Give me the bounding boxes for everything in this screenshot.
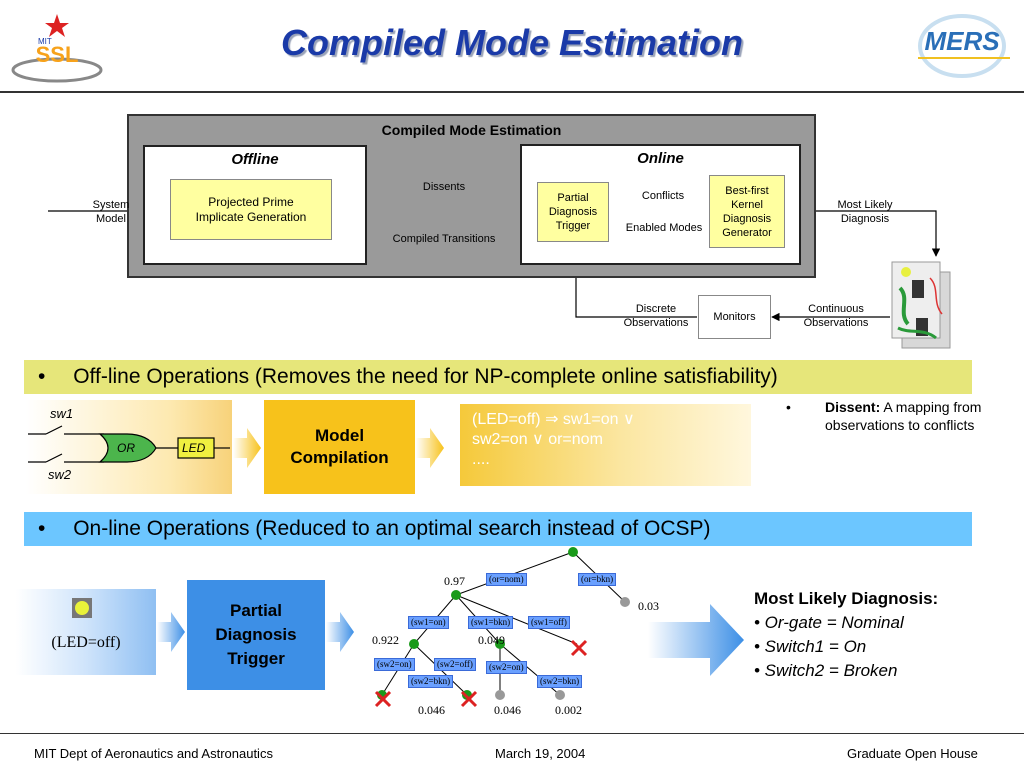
diagnosis-item: • Or-gate = Nominal — [754, 613, 904, 632]
mers-logo: MERS — [910, 8, 1015, 83]
svg-text:MIT: MIT — [38, 37, 52, 46]
svg-text:SSL: SSL — [36, 42, 79, 67]
svg-text:MERS: MERS — [924, 26, 1000, 56]
tree-tag-or-nom: (or=nom) — [486, 573, 527, 586]
led-bulb-icon — [71, 597, 93, 619]
formula-line-2: sw2=on ∨ or=nom — [472, 431, 603, 448]
diagnosis-result: Most Likely Diagnosis: • Or-gate = Nomin… — [754, 587, 994, 683]
prob-0002: 0.002 — [555, 703, 582, 717]
diagnosis-item: • Switch2 = Broken — [754, 661, 898, 680]
tree-tag-sw2-on-a: (sw2=on) — [374, 658, 415, 671]
prob-097: 0.97 — [444, 574, 465, 588]
prob-003: 0.03 — [638, 599, 659, 613]
prime-implicate-label: Projected Prime Implicate Generation — [195, 194, 307, 224]
kernel-generator-box: Best-first Kernel Diagnosis Generator — [709, 175, 785, 248]
diagnosis-title: Most Likely Diagnosis: — [754, 589, 939, 608]
monitors-box: Monitors — [698, 295, 771, 339]
partial-trigger-label: Partial Diagnosis Trigger — [548, 192, 598, 232]
frame-title: Compiled Mode Estimation — [381, 122, 562, 138]
tree-tag-sw2-on-b: (sw2=on) — [486, 661, 527, 674]
page-title: Compiled Mode Estimation — [280, 22, 744, 63]
dissent-bullet: • — [786, 399, 791, 415]
tree-tag-sw2-bkn-a: (sw2=bkn) — [408, 675, 454, 688]
arrow-to-formula — [416, 428, 444, 468]
most-likely-label: Most Likely Diagnosis — [837, 199, 893, 225]
arrow-to-tree — [326, 612, 354, 652]
formula-line-3: .... — [472, 451, 490, 468]
compiled-transitions-label: Compiled Transitions — [392, 233, 496, 245]
kernel-generator-label: Best-first Kernel Diagnosis Generator — [722, 184, 772, 239]
prob-0046-a: 0.046 — [418, 703, 445, 717]
system-model-label: System Model — [92, 199, 130, 225]
continuous-observations-label: Continuous Observations — [803, 303, 869, 329]
dissents-label: Dissents — [422, 181, 466, 193]
formula-line-1: (LED=off) ⇒ sw1=on ∨ — [472, 411, 635, 428]
conflicts-label: Conflicts — [641, 190, 685, 202]
tree-tag-sw1-off: (sw1=off) — [528, 616, 570, 629]
online-banner: • On-line Operations (Reduced to an opti… — [24, 512, 972, 546]
led-off-label: (LED=off) — [51, 634, 121, 651]
dissent-text: A mapping from observations to conflicts — [825, 399, 982, 433]
bottom-divider — [0, 733, 1024, 734]
footer-center: March 19, 2004 — [495, 746, 586, 761]
mit-ssl-logo: SSL MIT — [10, 10, 105, 85]
offline-banner: • Off-line Operations (Removes the need … — [24, 360, 972, 394]
discrete-observations-label: Discrete Observations — [623, 303, 689, 329]
enabled-modes-label: Enabled Modes — [625, 222, 703, 234]
online-banner-text: On-line Operations (Reduced to an optima… — [73, 517, 711, 540]
prob-0046-b: 0.046 — [494, 703, 521, 717]
offline-title: Offline — [231, 151, 279, 168]
search-tree — [374, 547, 630, 708]
offline-bullet: • — [38, 365, 46, 388]
or-gate-label: OR — [117, 441, 135, 455]
arrow-to-trigger — [157, 612, 185, 652]
partial-trigger-blue-box: Partial Diagnosis Trigger — [187, 580, 325, 690]
prob-0922: 0.922 — [372, 633, 399, 647]
top-divider — [0, 91, 1024, 93]
online-title: Online — [637, 150, 684, 167]
model-compilation-box: Model Compilation — [264, 400, 415, 494]
led-label: LED — [182, 441, 206, 455]
tree-tag-sw1-bkn: (sw1=bkn) — [468, 616, 514, 629]
sw2-label: sw2 — [48, 467, 72, 482]
dissent-term: Dissent: — [825, 399, 881, 415]
tree-tag-sw2-off: (sw2=off) — [434, 658, 476, 671]
prime-implicate-box: Projected Prime Implicate Generation — [170, 179, 332, 240]
partial-trigger-box: Partial Diagnosis Trigger — [537, 182, 609, 242]
dissent-formula-box: (LED=off) ⇒ sw1=on ∨ sw2=on ∨ or=nom ...… — [460, 404, 751, 486]
tree-tag-sw1-on: (sw1=on) — [408, 616, 449, 629]
tree-tag-or-bkn: (or=bkn) — [578, 573, 617, 586]
model-compilation-label: Model Compilation — [290, 426, 389, 467]
circuit-board-photo — [890, 258, 952, 350]
arrow-to-diagnosis — [648, 604, 744, 676]
arrow-to-compilation — [233, 428, 261, 468]
monitors-label: Monitors — [713, 311, 756, 323]
tree-tag-sw2-bkn-b: (sw2=bkn) — [537, 675, 583, 688]
offline-banner-text: Off-line Operations (Removes the need fo… — [73, 365, 778, 388]
footer-left: MIT Dept of Aeronautics and Astronautics — [34, 746, 273, 761]
footer-right: Graduate Open House — [847, 746, 978, 761]
partial-trigger-blue-label: Partial Diagnosis Trigger — [215, 601, 297, 668]
online-bullet: • — [38, 517, 46, 540]
sw1-label: sw1 — [50, 406, 74, 421]
prob-0049: 0.049 — [478, 633, 505, 647]
diagnosis-item: • Switch1 = On — [754, 637, 867, 656]
or-circuit-diagram — [28, 425, 230, 463]
dissent-definition: • Dissent: A mapping from observations t… — [786, 398, 996, 434]
